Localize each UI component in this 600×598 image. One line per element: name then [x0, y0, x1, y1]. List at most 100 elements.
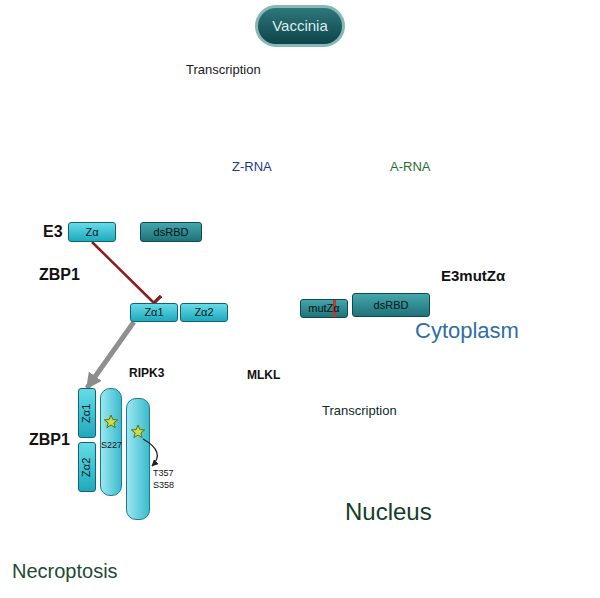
- base-pair: [381, 454, 387, 466]
- base-pair: [417, 457, 423, 469]
- base-pair: [217, 97, 223, 98]
- text-anchor: RIPK3: [129, 367, 164, 381]
- transcription-arrowhead: [350, 424, 356, 432]
- base-pair: [302, 97, 308, 98]
- z-alpha-domain: Zα2: [180, 303, 228, 322]
- base-pair: [224, 94, 230, 102]
- base-pair: [463, 462, 469, 463]
- base-pair: [309, 92, 315, 100]
- z-alpha-domain: Zα2: [78, 442, 96, 492]
- base-pair: [188, 97, 194, 98]
- base-pair: [288, 93, 294, 104]
- zbp1-tail: [220, 330, 292, 343]
- base-pair: [308, 454, 314, 466]
- base-pair: [490, 457, 496, 469]
- strand: [166, 93, 336, 101]
- label-anchor: S227: [101, 440, 122, 450]
- strand: [384, 208, 456, 242]
- residue-label: S227: [101, 440, 122, 450]
- base-pair: [330, 97, 336, 98]
- base-pair: [254, 457, 260, 469]
- base-pair: [272, 457, 278, 469]
- node-label: mutZα: [308, 302, 339, 315]
- node-label: dsRBD: [154, 226, 189, 239]
- residue-label: T357: [153, 468, 174, 478]
- strand: [378, 206, 450, 240]
- base-pair: [472, 457, 478, 469]
- base-pair: [517, 451, 523, 469]
- rhim-domain: [196, 336, 220, 350]
- label-anchor: T357: [153, 468, 174, 478]
- mlkl-protein: MLKL: [126, 398, 150, 520]
- dna-helix: [160, 90, 336, 104]
- node-heading: Cytoplasm: [415, 318, 519, 343]
- phospho-arrow: [143, 439, 157, 466]
- label-anchor: Z-RNA: [232, 160, 272, 175]
- base-pair: [252, 92, 258, 100]
- text-anchor: Cytoplasm: [415, 318, 519, 343]
- base-pair: [424, 223, 435, 237]
- text-anchor: Nucleus: [345, 498, 432, 526]
- base-pair: [379, 209, 390, 223]
- node-heading: ZBP1: [29, 431, 70, 449]
- base-pair: [432, 229, 438, 231]
- base-pair: [396, 218, 402, 220]
- text-anchor: MLKL: [247, 369, 280, 383]
- base-pair: [508, 454, 514, 466]
- base-pair: [319, 196, 330, 233]
- base-pair: [299, 451, 305, 469]
- base-pair: [245, 97, 251, 98]
- node-heading: Nucleus: [345, 498, 432, 526]
- base-pair: [231, 93, 237, 104]
- base-pair: [239, 216, 240, 255]
- base-pair: [526, 454, 532, 466]
- base-pair: [277, 211, 278, 250]
- strand: [245, 451, 535, 473]
- dna-helix: [245, 451, 541, 473]
- base-pair: [258, 213, 259, 252]
- base-pair: [290, 454, 296, 466]
- dsrbd-domain: dsRBD: [140, 222, 202, 242]
- residue-label: S358: [153, 480, 174, 490]
- activation-arrow: [87, 322, 134, 388]
- node-heading: Transcription: [322, 404, 397, 419]
- base-pair: [373, 198, 374, 237]
- base-pair: [266, 92, 272, 100]
- base-pair: [390, 462, 396, 463]
- base-pair: [263, 455, 269, 473]
- node-heading: E3: [43, 223, 63, 241]
- base-pair: [327, 457, 333, 469]
- base-pair: [273, 97, 279, 98]
- base-pair: [354, 462, 360, 463]
- base-pair: [181, 94, 187, 102]
- base-pair: [354, 201, 355, 240]
- node-heading: MLKL: [247, 369, 280, 383]
- base-pair: [378, 212, 384, 214]
- base-pair: [210, 92, 216, 100]
- base-pair: [203, 90, 209, 101]
- strand: [160, 90, 330, 104]
- base-pair: [435, 454, 441, 466]
- base-pair: [535, 462, 541, 463]
- phospho-star: [131, 425, 144, 438]
- base-pair: [242, 206, 253, 243]
- node-label: Zα2: [81, 457, 94, 476]
- text-anchor: ZBP1: [39, 266, 80, 284]
- base-pair: [414, 223, 420, 225]
- base-pair: [245, 462, 251, 463]
- transcript-arrow: [286, 110, 314, 154]
- outcome-label: Necroptosis: [12, 560, 118, 583]
- base-pair: [426, 462, 432, 463]
- mlkl-domain: [128, 518, 156, 560]
- base-pair: [403, 209, 405, 227]
- base-pair: [238, 94, 244, 102]
- transcription-arrowhead: [258, 80, 264, 88]
- base-pair: [388, 212, 399, 226]
- transcription-arrow: [232, 84, 258, 90]
- phospho-star: [104, 415, 117, 428]
- a-rna-helix: [378, 206, 456, 242]
- base-pair: [281, 462, 287, 463]
